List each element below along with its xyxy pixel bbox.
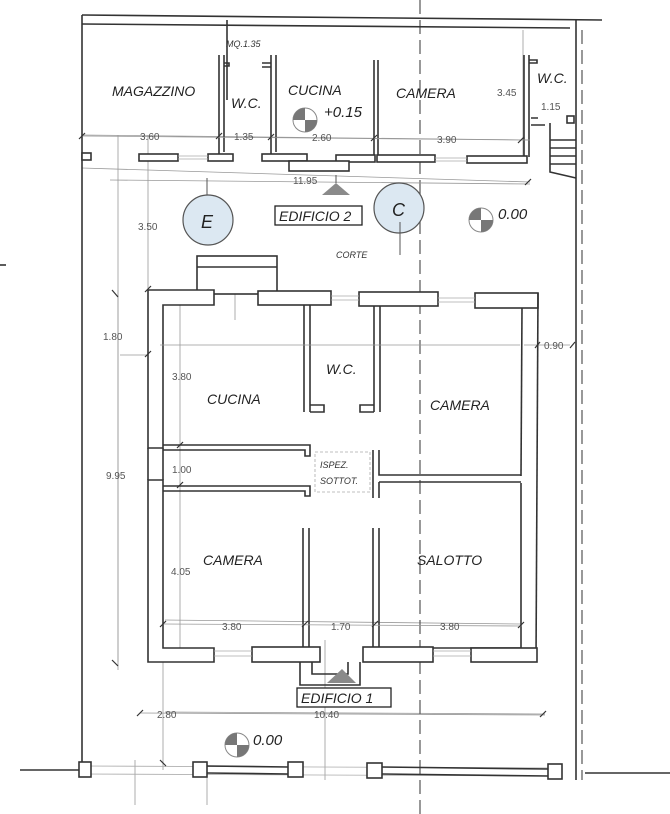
- level-street-value: 0.00: [253, 732, 283, 749]
- entrance-arrow-icon: [322, 183, 350, 195]
- dim-b2-wc2: 1.15: [541, 102, 561, 113]
- building-2-label: EDIFICIO 2: [279, 208, 352, 224]
- room-b2-camera: CAMERA: [396, 85, 456, 101]
- section-marker-c: C: [373, 182, 425, 255]
- room-b2-wc2: W.C.: [537, 70, 568, 86]
- area-note: MQ.1.35: [226, 39, 262, 49]
- inspection-label-1: ISPEZ.: [320, 460, 349, 470]
- building-1-label: EDIFICIO 1: [301, 690, 373, 706]
- dimension-ticks: [78, 132, 576, 767]
- building-2-tag: EDIFICIO 2: [274, 175, 363, 226]
- dimension-lines: [81, 135, 546, 716]
- room-b1-camera-right: CAMERA: [430, 397, 490, 413]
- dimension-labels: 3.60 1.35 2.60 3.90 3.45 1.15 11.95 3.50…: [103, 88, 564, 721]
- dim-b1-total-h: 9.95: [106, 471, 126, 482]
- inspection-hatch: [314, 451, 371, 493]
- level-marker-court: 0.00: [468, 206, 528, 233]
- dim-b1-total-w: 10.40: [314, 710, 339, 721]
- section-e-label: E: [201, 212, 214, 232]
- dim-b2-cucina: 2.60: [312, 133, 332, 144]
- level-court-value: 0.00: [498, 206, 528, 223]
- dim-left-setback: 1.80: [103, 332, 123, 343]
- level-marker-b2: +0.15: [292, 104, 363, 133]
- inspection-label-2: SOTTOT.: [320, 476, 358, 486]
- dim-b2-wc: 1.35: [234, 132, 254, 143]
- section-circle-icon: [373, 182, 425, 234]
- dim-b1-corridor-h: 1.00: [172, 465, 192, 476]
- dim-court-depth: 3.50: [138, 222, 158, 233]
- section-c-label: C: [392, 200, 406, 220]
- dim-b2-total: 11.95: [293, 176, 318, 187]
- room-magazzino: MAGAZZINO: [112, 83, 195, 99]
- room-b2-wc: W.C.: [231, 95, 262, 111]
- dim-right-setback: 0.90: [544, 341, 564, 352]
- level-marker-street: 0.00: [224, 732, 283, 758]
- dim-b1-hall-w: 1.70: [331, 622, 351, 633]
- building-1-tag: EDIFICIO 1: [296, 669, 392, 708]
- entrance-arrow-icon: [327, 669, 356, 683]
- dim-b1-camera-w: 3.80: [222, 622, 242, 633]
- dim-b2-depth: 3.45: [497, 88, 517, 99]
- level-b2-value: +0.15: [324, 104, 363, 121]
- room-labels: MQ.1.35 MAGAZZINO W.C. CUCINA CAMERA W.C…: [112, 39, 568, 568]
- room-b1-cucina: CUCINA: [207, 391, 261, 407]
- section-marker-e: E: [182, 178, 234, 246]
- room-b1-camera-left: CAMERA: [203, 552, 263, 568]
- property-boundary: [0, 14, 670, 780]
- dim-b2-camera: 3.90: [437, 135, 457, 146]
- dim-b1-cucina-h: 3.80: [172, 372, 192, 383]
- room-b1-wc: W.C.: [326, 361, 357, 377]
- dim-b1-salotto-w: 3.80: [440, 622, 460, 633]
- dim-b1-camera-h: 4.05: [171, 567, 191, 578]
- dim-b2-magazzino: 3.60: [140, 132, 160, 143]
- building-2-walls: [81, 23, 577, 179]
- room-b2-cucina: CUCINA: [288, 82, 342, 98]
- court-label: CORTE: [336, 250, 368, 260]
- building-1-walls: [147, 255, 539, 686]
- front-fence: [78, 761, 563, 780]
- room-b1-salotto: SALOTTO: [417, 552, 482, 568]
- dim-front-yard: 2.80: [157, 710, 177, 721]
- section-circle-icon: [182, 194, 234, 246]
